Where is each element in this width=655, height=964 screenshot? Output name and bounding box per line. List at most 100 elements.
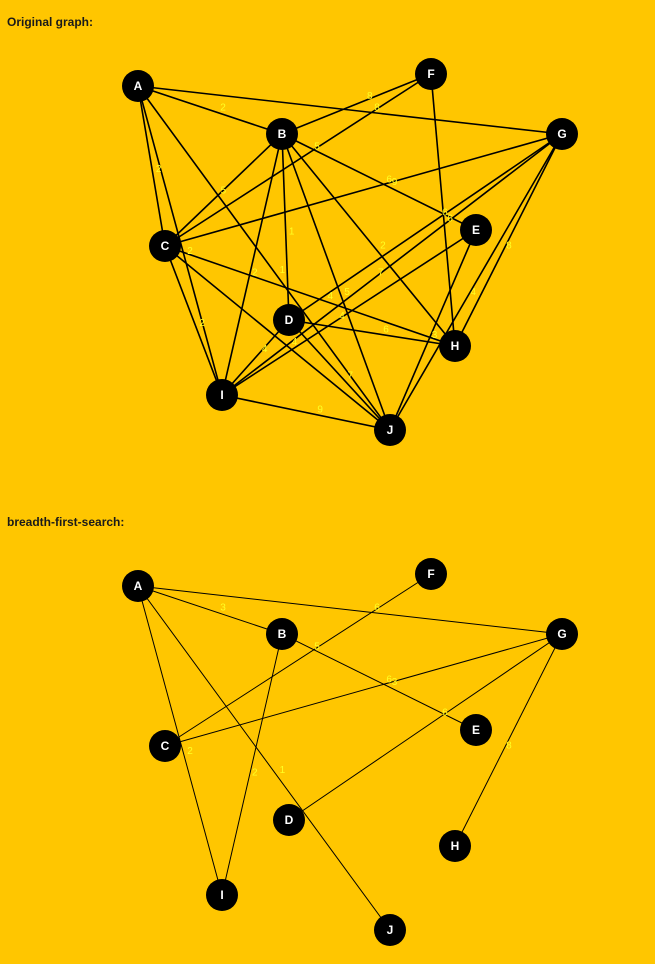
edge-A-G: [137, 85, 563, 135]
edge-A-J: [137, 585, 391, 931]
edge-D-G: [288, 633, 563, 821]
edge-weight-B-I: 2: [252, 768, 258, 779]
node-I: I: [206, 379, 238, 411]
edge-weight-D-J: 7: [348, 371, 354, 382]
node-label-C: C: [161, 239, 170, 253]
edge-weight-B-C: 5: [221, 186, 227, 197]
edge-weight-C-G: 6: [386, 674, 392, 685]
bfs-edges: [137, 573, 563, 931]
edge-weight-G-I: 7: [378, 268, 384, 279]
edge-weight-A-I: 2: [187, 746, 193, 757]
edge-C-F: [164, 573, 432, 747]
edge-weight-C-J: 4: [292, 337, 298, 348]
edge-weight-C-I: 2: [199, 318, 205, 329]
node-circle-B: [266, 618, 298, 650]
edge-C-G: [164, 133, 563, 247]
edge-B-H: [281, 133, 456, 347]
edge-weight-B-D: 1: [289, 226, 295, 237]
node-label-H: H: [451, 339, 460, 353]
node-label-B: B: [278, 127, 287, 141]
edge-G-J: [389, 133, 563, 431]
node-label-C: C: [161, 739, 170, 753]
edge-weight-A-J: 1: [280, 265, 286, 276]
edge-E-I: [221, 229, 477, 396]
edge-weight-B-E: 9: [392, 177, 398, 188]
node-A: A: [122, 570, 154, 602]
edge-weight-C-H: 4: [328, 291, 334, 302]
edge-weight-A-B: 2: [220, 102, 226, 113]
edge-weight-G-J: 4: [470, 287, 476, 298]
node-label-H: H: [451, 839, 460, 853]
node-circle-G: [546, 118, 578, 150]
edge-I-D: [221, 319, 290, 396]
node-B: B: [266, 118, 298, 150]
node-F: F: [415, 58, 447, 90]
node-G: G: [546, 618, 578, 650]
node-J: J: [374, 914, 406, 946]
edge-A-J: [137, 85, 391, 431]
edge-C-F: [164, 73, 432, 247]
node-label-F: F: [427, 567, 434, 581]
edge-weight-D-G: 6: [442, 708, 448, 719]
node-H: H: [439, 330, 471, 362]
node-circle-F: [415, 58, 447, 90]
node-E: E: [460, 714, 492, 746]
node-label-D: D: [285, 813, 294, 827]
edge-weight-B-I: 2: [252, 268, 258, 279]
edge-C-H: [164, 245, 456, 347]
edge-weight-A-G: 6: [374, 602, 380, 613]
edge-F-H: [430, 73, 456, 347]
edge-A-C: [137, 85, 166, 247]
edge-B-I: [221, 633, 283, 896]
node-D: D: [273, 304, 305, 336]
node-C: C: [149, 230, 181, 262]
edge-D-J: [288, 319, 391, 431]
edge-weight-C-G: 6: [386, 174, 392, 185]
edge-G-I: [221, 133, 563, 396]
node-circle-D: [273, 304, 305, 336]
edge-weight-I-D: 4: [262, 344, 268, 355]
edge-B-C: [164, 133, 283, 247]
edge-E-J: [389, 229, 477, 431]
edge-G-H: [454, 133, 563, 347]
edge-weight-A-I: 2: [187, 246, 193, 257]
node-H: H: [439, 830, 471, 862]
node-circle-D: [273, 804, 305, 836]
edge-weight-E-J: 3: [432, 330, 438, 341]
node-A: A: [122, 70, 154, 102]
node-label-G: G: [557, 627, 566, 641]
node-circle-E: [460, 214, 492, 246]
edge-weight-C-F: 5: [314, 641, 320, 652]
edge-weight-I-J: 9: [317, 404, 323, 415]
edge-weight-D-G: 6: [442, 208, 448, 219]
node-circle-F: [415, 558, 447, 590]
node-B: B: [266, 618, 298, 650]
bfs-graph-title: breadth-first-search:: [7, 515, 125, 529]
node-label-A: A: [134, 579, 143, 593]
node-G: G: [546, 118, 578, 150]
edge-C-G: [164, 633, 563, 747]
edge-weight-B-E: 3: [392, 677, 398, 688]
edge-weight-A-G: 8: [374, 102, 380, 113]
edge-weight-C-F: 5: [314, 141, 320, 152]
node-circle-G: [546, 618, 578, 650]
node-label-A: A: [134, 79, 143, 93]
node-circle-C: [149, 230, 181, 262]
node-label-D: D: [285, 313, 294, 327]
node-circle-B: [266, 118, 298, 150]
node-circle-H: [439, 830, 471, 862]
node-circle-J: [374, 414, 406, 446]
node-J: J: [374, 414, 406, 446]
edge-weight-B-F: 8: [367, 91, 373, 102]
node-circle-E: [460, 714, 492, 746]
node-circle-H: [439, 330, 471, 362]
edge-A-G: [137, 585, 563, 635]
node-circle-A: [122, 570, 154, 602]
node-label-B: B: [278, 627, 287, 641]
edge-I-J: [221, 394, 391, 431]
node-label-J: J: [387, 923, 394, 937]
node-label-E: E: [472, 223, 480, 237]
